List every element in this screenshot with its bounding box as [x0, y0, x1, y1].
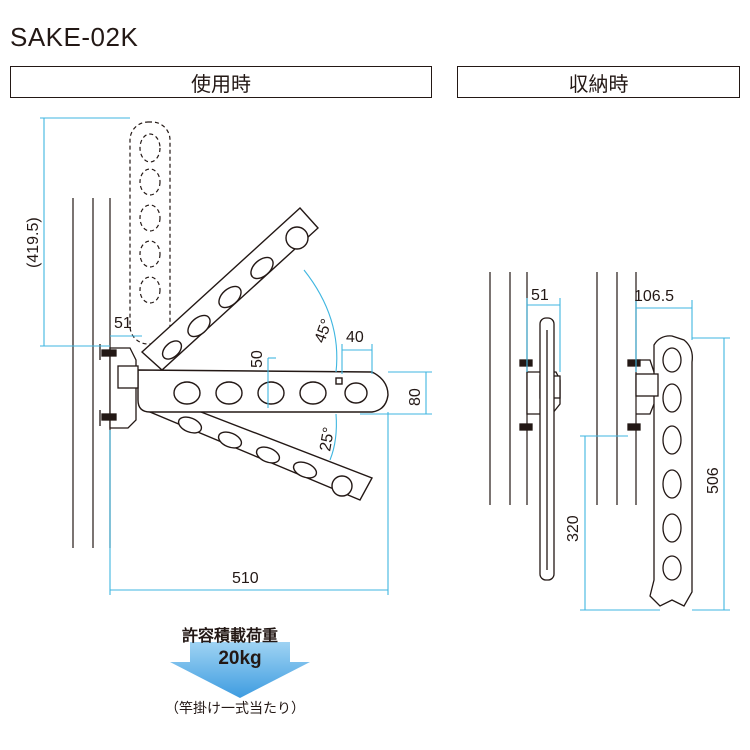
- wall-left: [72, 198, 111, 548]
- load-value: 20kg: [218, 648, 262, 669]
- dim-arm-rise: 50: [249, 350, 266, 368]
- dim-wall-offset-left: 51: [114, 315, 132, 332]
- arm-horizontal: [137, 369, 389, 413]
- raised-arm-dashed: [129, 121, 171, 345]
- header-in-use: 使用時: [10, 66, 432, 98]
- dimension-lines-stored: [526, 298, 730, 611]
- wall-right: [596, 272, 637, 505]
- dim-angle-down: 25°: [317, 426, 338, 453]
- load-note: （竿掛け一式当たり）: [165, 701, 305, 717]
- header-stored: 収納時: [457, 66, 740, 98]
- dim-arm-height: 80: [407, 388, 424, 406]
- wall-middle: [489, 272, 528, 505]
- load-title: 許容積載荷重: [181, 626, 278, 645]
- dim-length-stored: 506: [705, 467, 722, 494]
- dim-wall-offset-stored: 51: [531, 287, 549, 304]
- stored-bracket-narrow: [519, 317, 561, 581]
- dim-height-raised: (419.5): [25, 217, 42, 268]
- load-arrow: [170, 642, 310, 698]
- dim-depth-stored: 106.5: [634, 288, 674, 305]
- dim-tip-offset: 40: [346, 329, 364, 346]
- model-number: SAKE-02K: [10, 22, 139, 52]
- arm-45deg: [140, 207, 319, 371]
- dim-angle-up: 45°: [312, 317, 336, 346]
- dim-rod-drop: 320: [565, 515, 582, 542]
- arm-25deg: [148, 399, 373, 501]
- dim-arm-length: 510: [232, 570, 259, 587]
- dimension-lines-in-use: [40, 117, 432, 595]
- stored-arm-folded: [627, 335, 693, 607]
- wall-bracket-left: [99, 344, 139, 429]
